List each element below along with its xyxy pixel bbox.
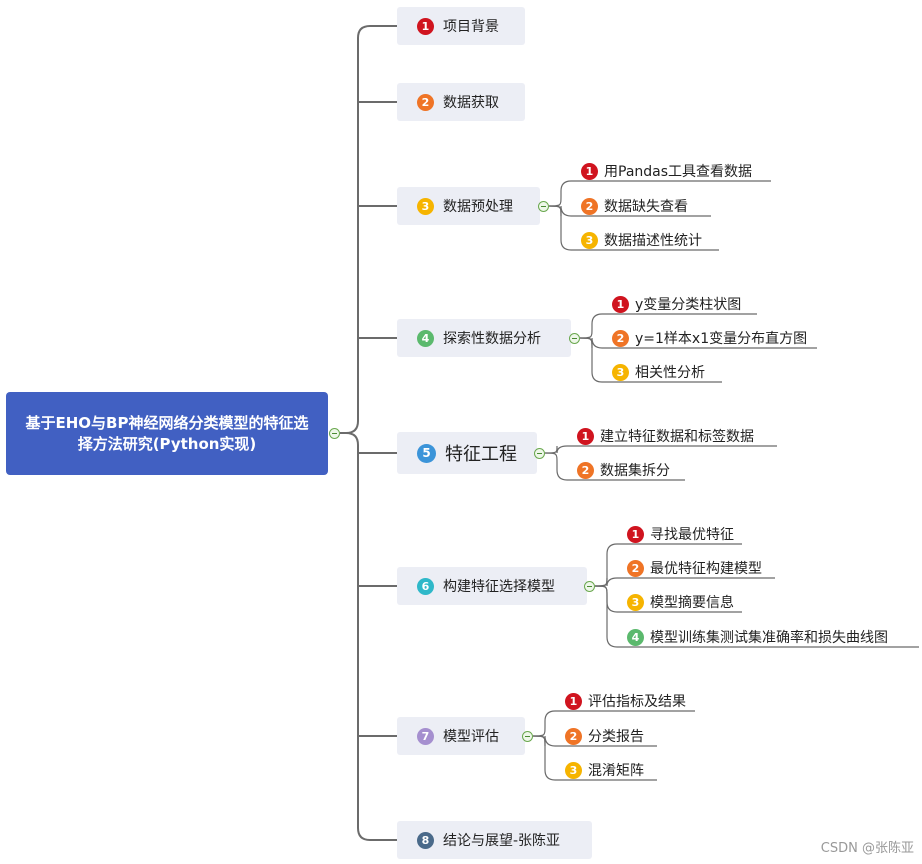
leaf-node[interactable]: 1 y变量分类柱状图 [612,294,741,314]
branch-label: 数据预处理 [443,199,513,215]
leaf-node[interactable]: 1 用Pandas工具查看数据 [581,161,752,181]
branch-label: 数据获取 [443,95,499,111]
branch-label: 探索性数据分析 [443,331,541,347]
leaf-label: 模型摘要信息 [650,595,734,611]
number-badge-7: 7 [417,727,434,745]
leaf-label: 用Pandas工具查看数据 [604,164,753,180]
connector-line [579,337,722,383]
leaf-label: 最优特征构建模型 [650,561,762,577]
watermark: CSDN @张陈亚 [820,841,914,856]
root-node[interactable]: 基于EHO与BP神经网络分类模型的特征选择方法研究(Python实现) [6,392,328,475]
connector-line [532,710,695,737]
number-badge-3: 3 [417,197,434,215]
connector-line [594,585,919,648]
number-badge-2: 2 [627,559,644,577]
collapse-toggle[interactable] [522,731,533,742]
leaf-node[interactable]: 3 混淆矩阵 [565,760,644,780]
number-badge-6: 6 [417,577,434,595]
number-badge-8: 8 [417,831,434,849]
leaf-node[interactable]: 3 模型摘要信息 [627,592,734,612]
collapse-toggle[interactable] [534,448,545,459]
number-badge-1: 1 [565,692,582,710]
root-title: 基于EHO与BP神经网络分类模型的特征选择方法研究(Python实现) [25,413,309,453]
leaf-label: y变量分类柱状图 [635,297,742,313]
connector-line [345,432,397,841]
branch-node-5[interactable]: 5 特征工程 [397,432,537,474]
collapse-toggle[interactable] [584,581,595,592]
leaf-node[interactable]: 2 数据集拆分 [577,460,670,480]
leaf-node[interactable]: 1 评估指标及结果 [565,691,686,711]
leaf-node[interactable]: 2 最优特征构建模型 [627,558,762,578]
branch-label: 构建特征选择模型 [443,579,555,595]
number-badge-1: 1 [417,17,434,35]
leaf-node[interactable]: 2 y=1样本x1变量分布直方图 [612,328,807,348]
branch-label: 项目背景 [443,19,499,35]
number-badge-4: 4 [627,628,644,646]
number-badge-1: 1 [627,525,644,543]
leaf-label: 相关性分析 [635,365,705,381]
branch-label: 特征工程 [445,444,517,465]
branch-node-4[interactable]: 4 探索性数据分析 [397,319,571,357]
connector-line [548,205,719,251]
branch-label: 结论与展望-张陈亚 [443,833,561,849]
leaf-label: 混淆矩阵 [588,763,644,779]
number-badge-2: 2 [612,329,629,347]
branch-node-1[interactable]: 1 项目背景 [397,7,525,45]
leaf-label: 建立特征数据和标签数据 [600,429,754,445]
connector-line [532,735,657,781]
connector-line [579,313,757,339]
leaf-node[interactable]: 3 数据描述性统计 [581,230,702,250]
number-badge-2: 2 [581,197,598,215]
branch-node-2[interactable]: 2 数据获取 [397,83,525,121]
leaf-label: 数据缺失查看 [604,199,688,215]
leaf-label: 模型训练集测试集准确率和损失曲线图 [650,630,888,646]
root-collapse-toggle[interactable] [329,428,340,439]
connector-line [544,452,685,481]
number-badge-1: 1 [577,427,594,445]
branch-node-6[interactable]: 6 构建特征选择模型 [397,567,587,605]
connector-line [544,445,777,454]
collapse-toggle[interactable] [569,333,580,344]
leaf-node[interactable]: 2 数据缺失查看 [581,196,688,216]
number-badge-2: 2 [417,93,434,111]
leaf-node[interactable]: 2 分类报告 [565,726,644,746]
connector-line [340,25,397,434]
leaf-label: 寻找最优特征 [650,527,734,543]
leaf-label: y=1样本x1变量分布直方图 [635,331,808,347]
number-badge-5: 5 [417,443,436,463]
leaf-label: 数据集拆分 [600,463,670,479]
number-badge-2: 2 [565,727,582,745]
branch-node-3[interactable]: 3 数据预处理 [397,187,540,225]
branch-node-8[interactable]: 8 结论与展望-张陈亚 [397,821,592,859]
collapse-toggle[interactable] [538,201,549,212]
number-badge-3: 3 [627,593,644,611]
number-badge-1: 1 [612,295,629,313]
connector-line [594,577,775,587]
leaf-label: 分类报告 [588,729,644,745]
leaf-label: 数据描述性统计 [604,233,702,249]
number-badge-1: 1 [581,162,598,180]
number-badge-3: 3 [565,761,582,779]
branch-node-7[interactable]: 7 模型评估 [397,717,525,755]
connector-line [548,180,771,207]
leaf-node[interactable]: 1 建立特征数据和标签数据 [577,426,754,446]
number-badge-3: 3 [612,363,629,381]
number-badge-3: 3 [581,231,598,249]
leaf-node[interactable]: 1 寻找最优特征 [627,524,734,544]
branch-label: 模型评估 [443,729,499,745]
leaf-label: 评估指标及结果 [588,694,686,710]
leaf-node[interactable]: 4 模型训练集测试集准确率和损失曲线图 [627,627,888,647]
number-badge-4: 4 [417,329,434,347]
leaf-node[interactable]: 3 相关性分析 [612,362,705,382]
number-badge-2: 2 [577,461,594,479]
